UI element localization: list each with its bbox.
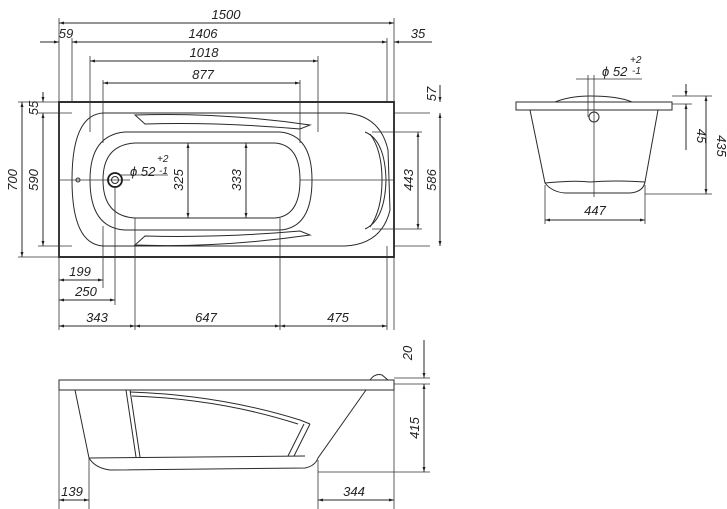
bottom-inner [102,142,301,219]
dim-bottom-length: 877 [192,67,214,82]
headrest [364,131,387,230]
dim-right-rim: 35 [411,26,426,41]
dim-inner-length: 1406 [189,26,219,41]
dim-drain-offset-1: 199 [69,264,91,279]
rim-outline [58,101,395,258]
dim-side-top-rise: 20 [400,345,415,361]
dim-basin-length: 1018 [190,45,220,60]
dim-seg-1: 343 [86,310,108,325]
side-view: 20 415 139 344 [58,340,430,509]
dim-end-total-height: 435 [714,135,727,157]
dim-inner-width: 590 [26,168,41,190]
drain-diameter-label: ϕ 52 [130,164,156,179]
dim-side-depth: 415 [407,416,422,438]
end-body [529,109,659,194]
drain-tol-upper: +2 [157,154,169,165]
end-drain-diameter-label: ϕ 52 [602,64,628,79]
dim-overall-width: 700 [5,168,20,190]
top-view: 1500 1406 59 35 1018 877 199 250 343 647… [5,7,442,330]
armrest-top [133,113,312,130]
dim-left-rim: 59 [59,26,73,41]
dim-bottom-width-right: 333 [229,168,244,190]
dim-side-right-offset: 344 [343,484,365,499]
side-armrest [129,391,311,425]
end-drain-tol-lower: -1 [632,66,641,77]
side-body [74,389,367,471]
drain-tol-lower: -1 [159,166,168,177]
dim-drain-offset-2: 250 [74,284,97,299]
dim-head-outer-width: 586 [424,168,439,190]
dim-bottom-width-left: 325 [171,168,186,190]
dim-end-bottom-width: 447 [584,203,606,218]
side-rim [58,379,395,391]
dim-top-rim: 55 [26,100,41,115]
armrest-bottom [133,230,312,247]
basin-outline [71,112,391,247]
dim-overall-length: 1500 [212,7,242,22]
dim-side-left-offset: 139 [61,484,83,499]
dim-right-rim-top: 57 [424,86,439,101]
end-drain-tol-upper: +2 [630,55,642,66]
dim-seg-2: 647 [195,310,217,325]
dim-head-width: 443 [401,168,416,190]
end-view: ϕ 52 +2 -1 447 45 435 [515,55,727,224]
dim-seg-3: 475 [327,310,349,325]
dim-end-rim-height: 45 [694,129,709,144]
